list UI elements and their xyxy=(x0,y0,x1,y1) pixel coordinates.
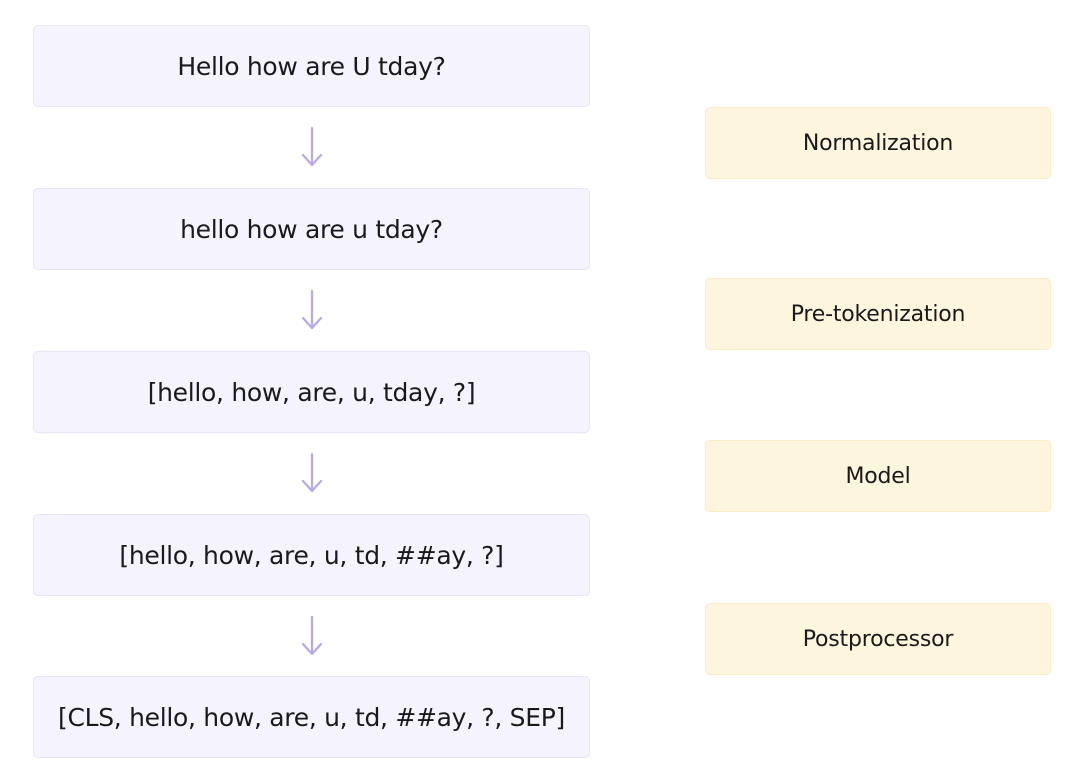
stage-raw-text: Hello how are U tday? xyxy=(33,25,590,107)
down-arrow-icon xyxy=(301,126,323,167)
stage-normalized-text-label: hello how are u tday? xyxy=(180,214,443,244)
stage-normalized-text: hello how are u tday? xyxy=(33,188,590,270)
stage-raw-text-label: Hello how are U tday? xyxy=(177,51,446,81)
down-arrow-icon xyxy=(301,289,323,330)
down-arrow-icon xyxy=(301,452,323,493)
stage-postprocessed-tokens: [CLS, hello, how, are, u, td, ##ay, ?, S… xyxy=(33,676,590,758)
step-postprocessor: Postprocessor xyxy=(705,603,1051,675)
stage-pretokenized-words: [hello, how, are, u, tday, ?] xyxy=(33,351,590,433)
down-arrow-icon xyxy=(301,615,323,656)
stage-pretokenized-words-label: [hello, how, are, u, tday, ?] xyxy=(147,377,476,407)
step-pre-tokenization-label: Pre-tokenization xyxy=(790,301,966,327)
stage-model-tokens: [hello, how, are, u, td, ##ay, ?] xyxy=(33,514,590,596)
step-model: Model xyxy=(705,440,1051,512)
stage-postprocessed-tokens-label: [CLS, hello, how, are, u, td, ##ay, ?, S… xyxy=(58,702,565,732)
stage-model-tokens-label: [hello, how, are, u, td, ##ay, ?] xyxy=(119,540,504,570)
step-normalization-label: Normalization xyxy=(802,130,954,156)
step-postprocessor-label: Postprocessor xyxy=(802,626,954,652)
step-normalization: Normalization xyxy=(705,107,1051,179)
step-pre-tokenization: Pre-tokenization xyxy=(705,278,1051,350)
step-model-label: Model xyxy=(845,463,911,489)
